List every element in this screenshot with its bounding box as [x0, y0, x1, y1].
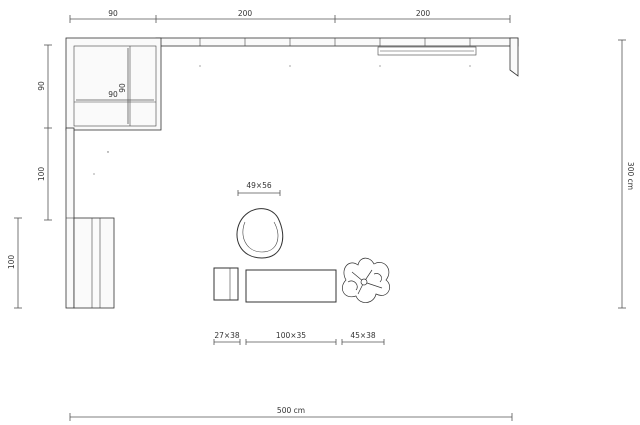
coffee-table-dimension-label: 100×35 — [276, 331, 306, 340]
bottom-dimension-line — [69, 413, 513, 421]
chair-dimension-label: 49×56 — [246, 181, 272, 190]
top-dimension-1: 90 — [108, 9, 118, 18]
bottom-dimension: 500 cm — [277, 406, 305, 415]
left-dimension-line — [44, 44, 52, 221]
left-dimension-2: 100 — [37, 167, 46, 182]
plant-dimension-label: 45×38 — [350, 331, 376, 340]
top-dimension-3: 200 — [416, 9, 431, 18]
left-dimension-1: 90 — [37, 81, 46, 91]
armchair — [236, 208, 284, 259]
left-dimension-line-lower — [14, 217, 22, 309]
chair-dimension-line — [237, 190, 281, 196]
top-dimension-line — [69, 15, 511, 23]
coffee-table-dimension-line — [245, 339, 337, 345]
potted-plant — [342, 257, 390, 303]
corner-height-label: 90 — [118, 83, 127, 93]
top-dimension-2: 200 — [238, 9, 253, 18]
coffee-table — [245, 269, 337, 303]
side-table-dimension-label: 27×38 — [214, 331, 240, 340]
left-dimension-3: 100 — [7, 255, 16, 270]
right-dimension-line — [618, 39, 626, 309]
corner-shelf-unit — [65, 37, 162, 131]
corner-width-label: 90 — [108, 90, 118, 99]
top-shelf-unit — [155, 37, 519, 77]
right-dimension: 300 cm — [626, 162, 635, 190]
bench-unit — [73, 217, 115, 309]
side-table — [213, 267, 239, 301]
side-table-dimension-line — [213, 339, 241, 345]
plant-dimension-line — [341, 339, 385, 345]
